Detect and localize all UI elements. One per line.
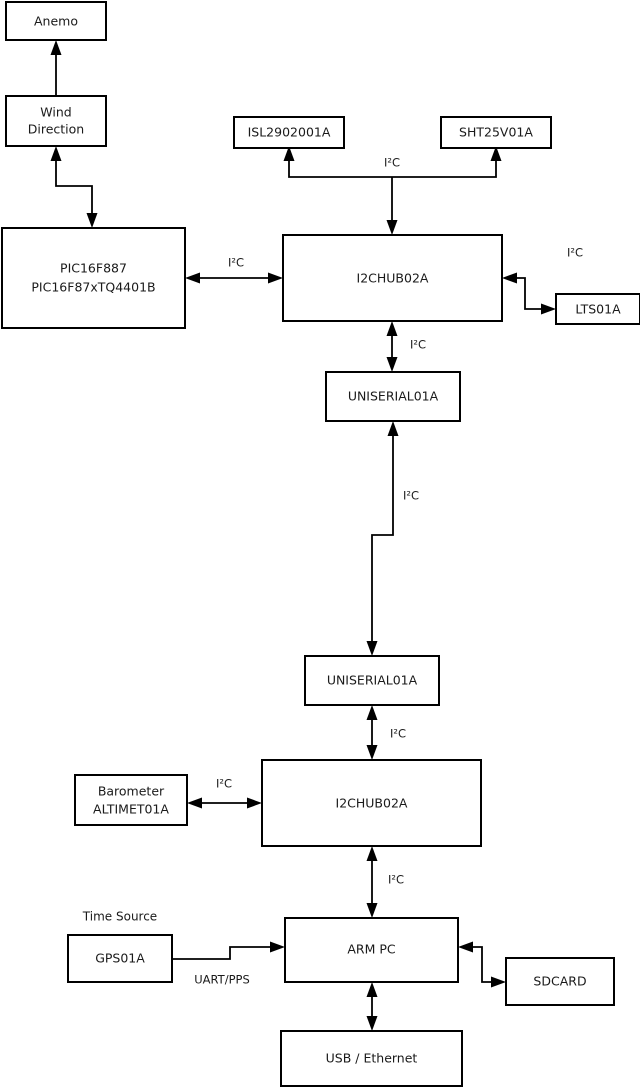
node-label-wind-direction-line1: Wind (40, 105, 71, 120)
edge-wind-pic (50, 146, 98, 228)
node-anemo[interactable]: Anemo (5, 1, 107, 41)
node-pic-mcu[interactable]: PIC16F887 PIC16F87xTQ4401B (1, 227, 186, 329)
label-time-source: Time Source (82, 910, 157, 924)
edge-label-hub-uniserial-top: I²C (410, 338, 426, 352)
node-label-barometer-line1: Barometer (98, 784, 165, 799)
edge-label-uniserial-link: I²C (403, 489, 419, 503)
node-label-i2chub02a-bottom: I2CHUB02A (336, 796, 408, 811)
node-wind-direction[interactable]: Wind Direction (5, 95, 107, 147)
edge-isl-sht-hub: I²C (283, 146, 502, 235)
node-label-lts01a: LTS01A (575, 302, 621, 317)
node-isl2902001a[interactable]: ISL2902001A (233, 116, 345, 149)
edge-hub-armpc: I²C (366, 846, 404, 918)
node-uniserial01a-top[interactable]: UNISERIAL01A (325, 371, 461, 422)
edge-label-pic-hub: I²C (228, 256, 244, 270)
node-i2chub02a-top[interactable]: I2CHUB02A (282, 234, 503, 322)
edge-label-gps-armpc: UART/PPS (194, 973, 250, 987)
node-label-arm-pc: ARM PC (347, 942, 396, 957)
node-barometer-altimet01a[interactable]: Barometer ALTIMET01A (74, 774, 188, 826)
edge-armpc-sdcard (458, 941, 506, 988)
node-arm-pc[interactable]: ARM PC (284, 917, 459, 983)
edge-uniserial-link: I²C (366, 421, 419, 656)
edge-armpc-usbeth (366, 982, 378, 1031)
edge-uniserial-bot-hub: I²C (366, 705, 406, 760)
node-i2chub02a-bottom[interactable]: I2CHUB02A (261, 759, 482, 847)
edge-pic-hub: I²C (185, 256, 283, 284)
node-label-uniserial01a-top: UNISERIAL01A (348, 389, 439, 404)
edge-label-barometer-hub: I²C (216, 777, 232, 791)
node-label-gps01a: GPS01A (95, 951, 145, 966)
node-label-sht25v01a: SHT25V01A (459, 125, 533, 140)
node-label-anemo: Anemo (34, 14, 78, 29)
node-usb-ethernet[interactable]: USB / Ethernet (280, 1030, 463, 1087)
node-gps01a[interactable]: GPS01A (67, 934, 173, 983)
node-label-pic-line1: PIC16F887 (60, 261, 127, 276)
node-label-i2chub02a-top: I2CHUB02A (357, 271, 429, 286)
node-lts01a[interactable]: LTS01A (555, 293, 640, 325)
edge-gps-armpc: UART/PPS (172, 941, 285, 987)
edge-hub-uniserial-top: I²C (386, 321, 426, 372)
node-sdcard[interactable]: SDCARD (505, 957, 615, 1006)
node-label-barometer-line2: ALTIMET01A (93, 802, 169, 817)
edge-label-hub-lts: I²C (567, 246, 583, 260)
node-label-usb-ethernet: USB / Ethernet (326, 1051, 418, 1066)
node-uniserial01a-bottom[interactable]: UNISERIAL01A (304, 655, 440, 706)
edge-label-isl-sht-bus: I²C (384, 156, 400, 170)
node-label-wind-direction-line2: Direction (28, 122, 84, 137)
node-label-isl2902001a: ISL2902001A (248, 125, 331, 140)
node-label-sdcard: SDCARD (533, 974, 586, 989)
edge-barometer-hub: I²C (187, 777, 262, 809)
edge-hub-lts: I²C (502, 246, 583, 315)
node-label-uniserial01a-bottom: UNISERIAL01A (327, 673, 418, 688)
edge-label-uniserial-bot-hub: I²C (390, 727, 406, 741)
node-label-pic-line2: PIC16F87xTQ4401B (31, 280, 155, 295)
node-sht25v01a[interactable]: SHT25V01A (440, 116, 552, 149)
edge-label-hub-armpc: I²C (388, 873, 404, 887)
